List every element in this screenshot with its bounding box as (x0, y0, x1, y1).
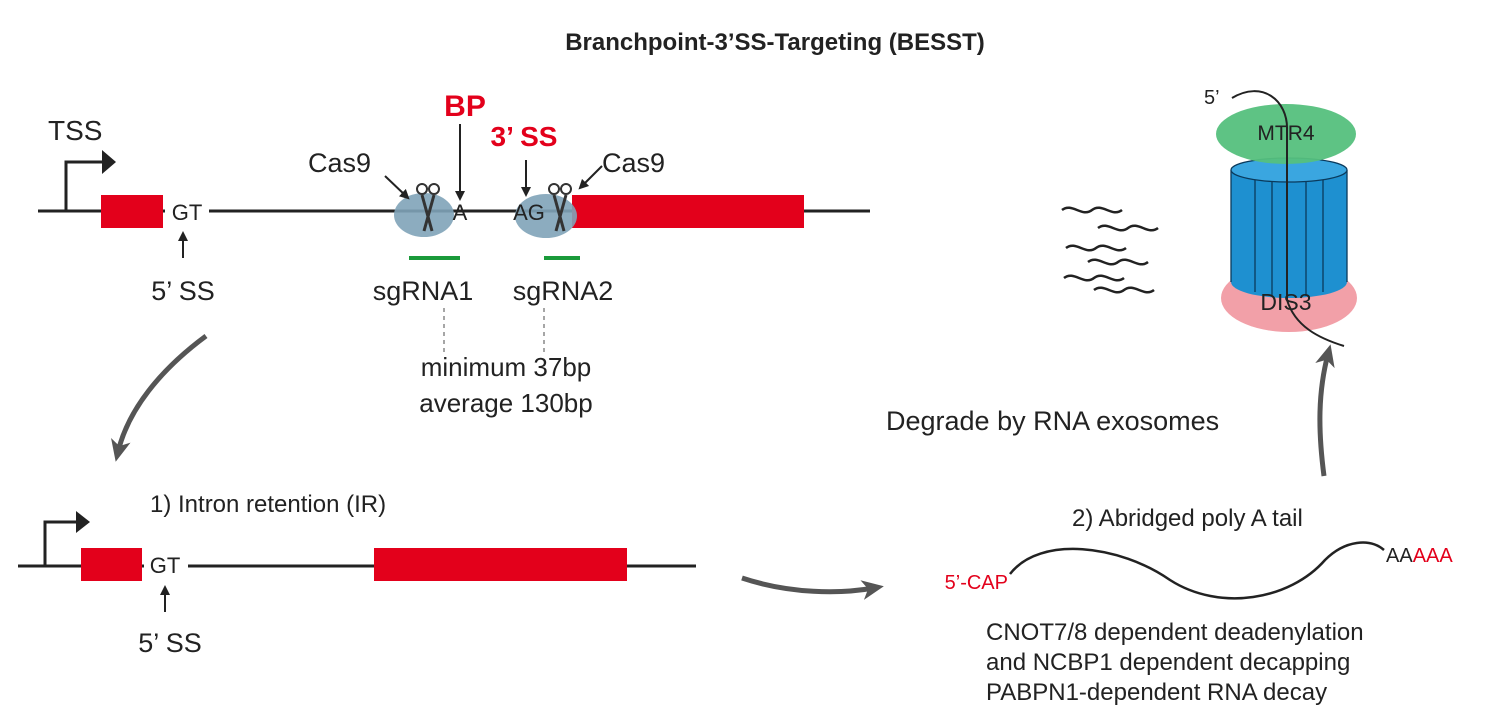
bp-label: BP (444, 90, 486, 123)
scissors-icon (548, 183, 572, 232)
rna-thread (1231, 90, 1345, 347)
intron-retention-label: 1) Intron retention (IR) (150, 491, 386, 518)
ss3-label: 3’ SS (491, 121, 558, 152)
poly-a-diagram: 2) Abridged poly A tail 5’-CAP AAAAA CNO… (945, 505, 1454, 706)
arrow-to-poly-a (741, 575, 884, 600)
poly-a-tail-red: AAA (1413, 545, 1454, 567)
mtr4-label: MTR4 (1257, 122, 1314, 145)
gt-label: GT (150, 553, 181, 578)
sgrna1-label: sgRNA1 (373, 276, 474, 306)
arrow-to-exosome (1315, 344, 1335, 477)
decay-note-line3: PABPN1-dependent RNA decay (986, 679, 1327, 706)
tss-label: TSS (48, 115, 102, 146)
five-prime-label: 5’ (1204, 87, 1220, 109)
scissors-icon (416, 183, 440, 232)
mrna-curve (1009, 541, 1385, 600)
exosome-label: Degrade by RNA exosomes (886, 406, 1219, 436)
cas9-complex-left (394, 193, 454, 237)
diagram-title: Branchpoint-3’SS-Targeting (BESST) (565, 29, 985, 56)
tss-arrow-head (102, 150, 116, 174)
poly-a-tail-black: AA (1386, 545, 1413, 567)
ss5-label: 5’ SS (151, 276, 215, 306)
distance-minimum: minimum 37bp (421, 352, 592, 382)
decay-note-line2: and NCBP1 dependent decapping (986, 649, 1350, 676)
exon-1 (101, 195, 163, 228)
decay-note-line1: CNOT7/8 dependent deadenylation (986, 619, 1364, 646)
cas9-left-pointer (384, 175, 410, 200)
exosome-barrel (1231, 170, 1347, 282)
exon-1 (81, 548, 142, 581)
rna-fragments-icon (1061, 206, 1159, 294)
cas9-right-label: Cas9 (602, 148, 665, 178)
poly-a-label: 2) Abridged poly A tail (1072, 505, 1303, 532)
tss-arrow-head (76, 511, 90, 533)
gt-label: GT (172, 200, 203, 225)
arrow-to-intron-retention (111, 333, 208, 462)
tss-arrow (43, 520, 80, 566)
cap-label: 5’-CAP (945, 572, 1008, 594)
gene-diagram: TSS GT 5’ SS A AG (38, 90, 870, 418)
exosome-diagram: Degrade by RNA exosomes 5’ MTR4 DIS3 (886, 87, 1357, 436)
intron-retention-diagram: 1) Intron retention (IR) GT 5’ SS (18, 491, 696, 658)
distance-average: average 130bp (419, 388, 592, 418)
ag-label: AG (513, 200, 545, 225)
cas9-left-label: Cas9 (308, 148, 371, 178)
tss-arrow (64, 160, 108, 210)
exon-2 (572, 195, 804, 228)
cas9-right-pointer (578, 165, 603, 190)
exosome-barrel-bottom (1231, 266, 1347, 298)
poly-a-tail: AAAAA (1386, 545, 1453, 567)
sgrna2-label: sgRNA2 (513, 276, 614, 306)
branchpoint-a-label: A (453, 200, 468, 225)
exon-2 (374, 548, 627, 581)
dis3-label: DIS3 (1260, 289, 1311, 315)
ss5-label: 5’ SS (138, 628, 202, 658)
